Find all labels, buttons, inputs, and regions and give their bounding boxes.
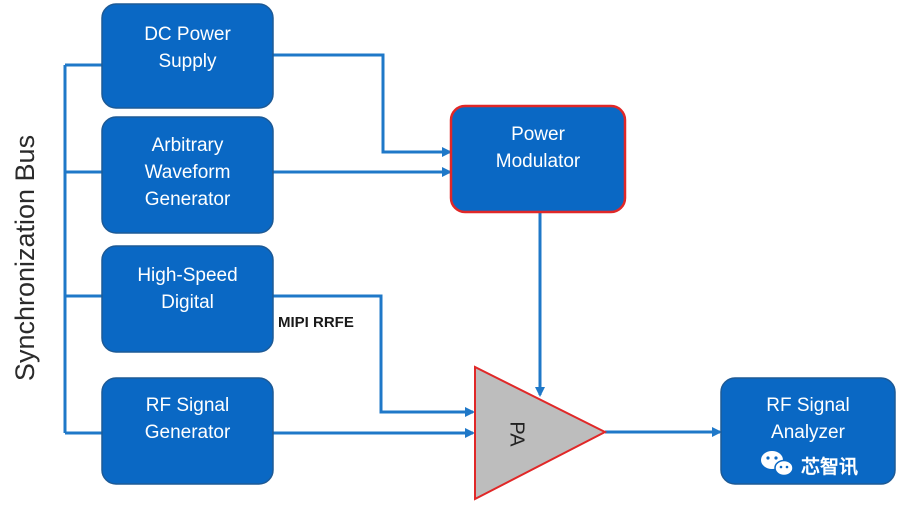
dc-power-supply-block-label-line: DC Power [144, 24, 231, 45]
synchronization-bus [63, 63, 102, 435]
arbitrary-waveform-generator-block-label-line: Waveform [145, 162, 231, 183]
high-speed-digital-block-box [101, 245, 274, 353]
dc-to-modulator-arrow [273, 53, 452, 157]
chat-bubble-icon [761, 451, 794, 477]
power-modulator-block-box [449, 104, 627, 214]
arbitrary-waveform-generator-block-box [101, 116, 274, 234]
rf-signal-generator-block-box [101, 377, 274, 485]
connections [273, 53, 722, 438]
power-modulator-block-label-line: Power [511, 124, 566, 145]
digital-to-pa-arrow [273, 294, 475, 417]
dc-power-supply-block-box [101, 3, 274, 109]
pa-block: PA [474, 365, 608, 501]
blocks-layer: DC PowerSupplyArbitraryWaveformGenerator… [101, 3, 896, 485]
rf-signal-analyzer-block-label-line: Analyzer [771, 422, 846, 443]
watermark-text: 芯智讯 [801, 455, 858, 478]
pa-label: PA [506, 421, 528, 447]
mipi-rrfe-label: MIPI RRFE [278, 314, 354, 331]
rf-signal-generator-block-label-line: RF Signal [146, 395, 229, 416]
rf-signal-analyzer-block-label-line: RF Signal [766, 395, 849, 416]
high-speed-digital-block-label-line: Digital [161, 292, 214, 313]
watermark: 芯智讯 [761, 451, 858, 478]
dc-power-supply-block-label-line: Supply [158, 51, 217, 72]
pa-triangle [474, 365, 608, 501]
high-speed-digital-block-label-line: High-Speed [137, 265, 237, 286]
synchronization-bus-label: Synchronization Bus [10, 135, 40, 381]
arbitrary-waveform-generator-block-label-line: Generator [145, 189, 231, 210]
power-modulator-block-label-line: Modulator [496, 151, 581, 172]
arbitrary-waveform-generator-block-label-line: Arbitrary [152, 135, 224, 156]
rf-signal-generator-block-label-line: Generator [145, 422, 231, 443]
